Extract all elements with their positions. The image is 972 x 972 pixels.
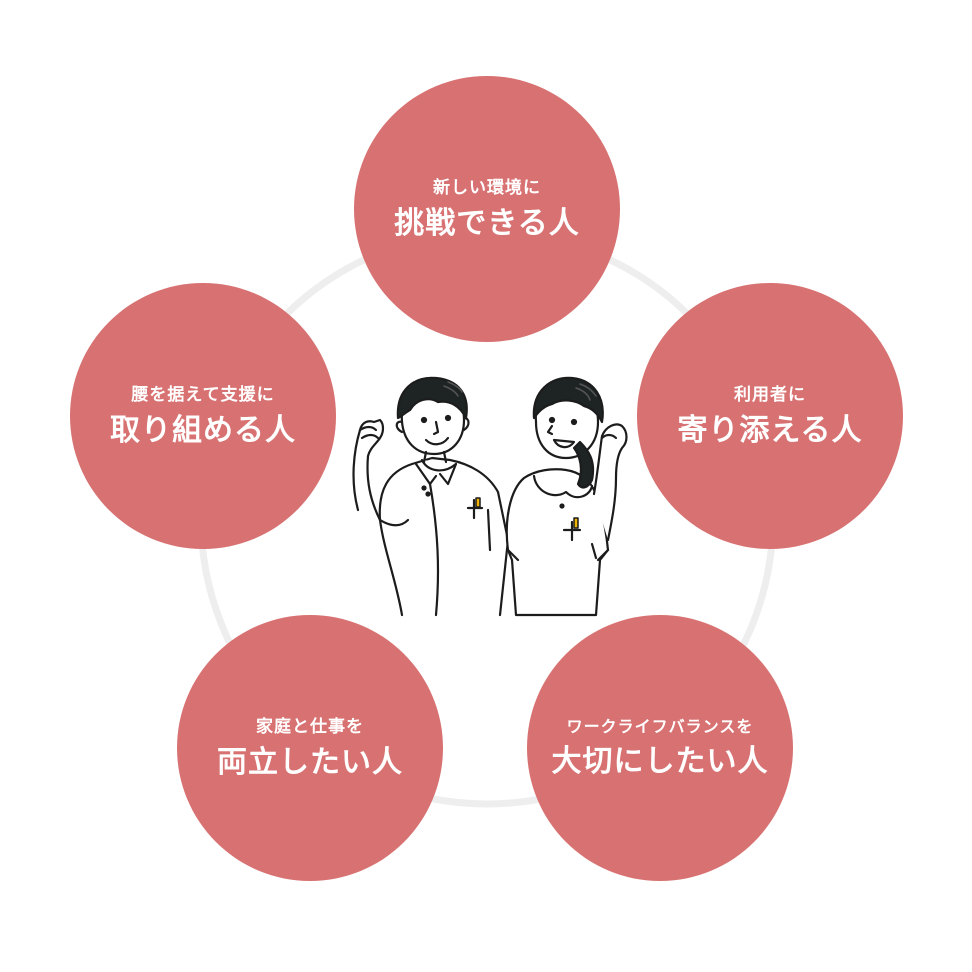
- bubble-subtitle: 新しい環境に: [433, 177, 541, 198]
- female-worker-icon: [505, 376, 628, 617]
- two-care-workers-fist-pump-icon: [352, 376, 628, 617]
- bubble-subtitle: 家庭と仕事を: [256, 716, 364, 737]
- bubble-work-life-balance: ワークライフバランスを 大切にしたい人: [527, 615, 793, 881]
- bubble-title: 挑戦できる人: [394, 205, 580, 241]
- bubble-steady-support: 腰を据えて支援に 取り組める人: [70, 283, 336, 549]
- bubble-title: 大切にしたい人: [551, 744, 769, 779]
- bubble-title: 両立したい人: [217, 744, 403, 780]
- bubble-subtitle: 腰を据えて支援に: [131, 384, 275, 405]
- bubble-title: 取り組める人: [110, 412, 296, 448]
- bubble-subtitle: ワークライフバランスを: [566, 717, 754, 736]
- bubble-new-challenge: 新しい環境に 挑戦できる人: [354, 76, 620, 342]
- male-worker-icon: [352, 376, 510, 617]
- bubble-close-to-users: 利用者に 寄り添える人: [637, 283, 903, 549]
- bubble-subtitle: 利用者に: [734, 384, 806, 405]
- bubble-family-and-work: 家庭と仕事を 両立したい人: [177, 615, 443, 881]
- bubble-title: 寄り添える人: [677, 412, 863, 448]
